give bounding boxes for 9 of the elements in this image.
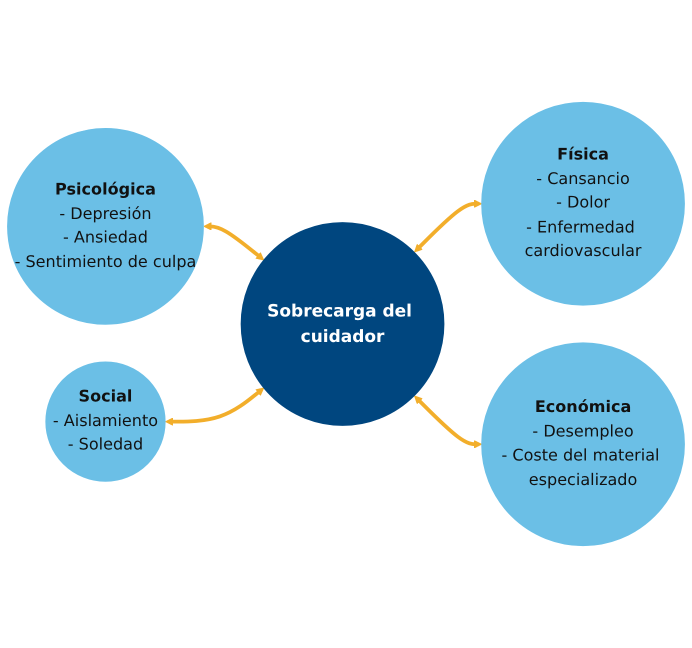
- node-circle: Sobrecarga del cuidador: [240, 222, 444, 426]
- arrow: [414, 396, 482, 448]
- arrow: [203, 222, 264, 260]
- node-circle: Psicológica - Depresión - Ansiedad - Sentimiento de culpa: [7, 128, 204, 325]
- node-circle: Social - Aislamiento - Soledad: [45, 362, 166, 482]
- arrow: [414, 200, 482, 252]
- node-circle: Económica - Desempleo - Coste del material especializado: [481, 342, 685, 546]
- node-circle: Física - Cansancio - Dolor - Enfermedad cardiovascular: [481, 102, 685, 306]
- arrow: [165, 388, 264, 426]
